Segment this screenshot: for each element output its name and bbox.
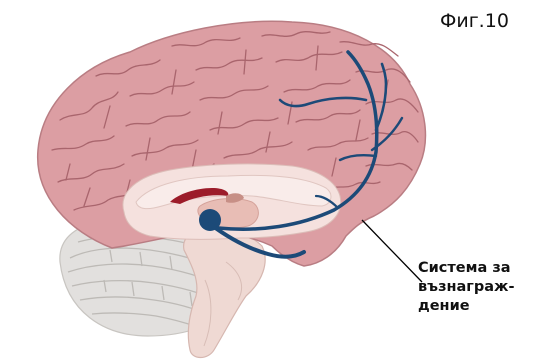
callout-line-2: възнаграж-: [418, 278, 515, 297]
figure-number-label: Фиг.10: [440, 10, 509, 32]
callout-line-3: дение: [418, 297, 515, 316]
reward-system-label: Система за възнаграж- дение: [418, 259, 515, 316]
callout-pointer-line: [362, 220, 422, 282]
callout-line-1: Система за: [418, 259, 515, 278]
